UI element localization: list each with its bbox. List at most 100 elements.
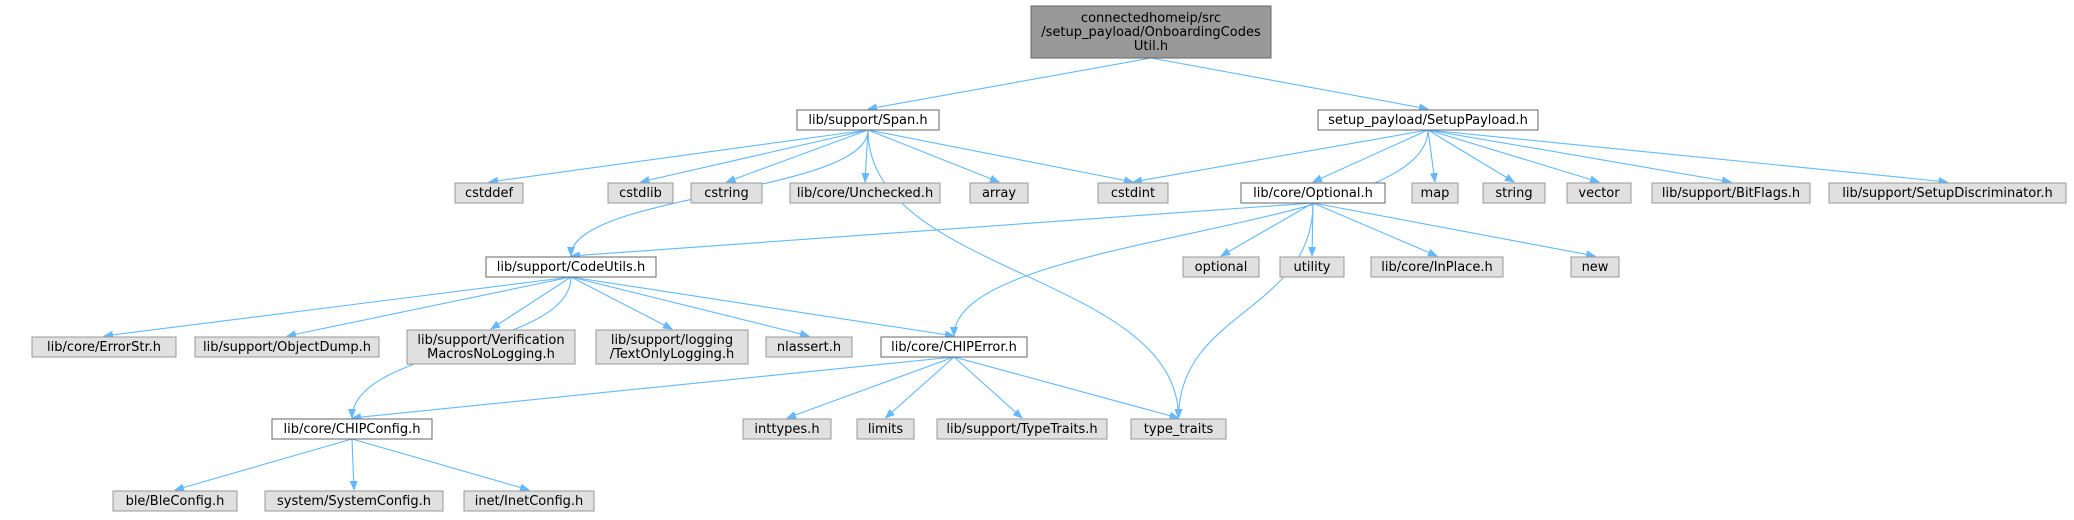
node-nlassert-box [765,336,853,358]
node-unchecked-box [789,182,941,204]
edge-span-to-array [867,129,1000,183]
node-inetconfig-label: inet/InetConfig.h [475,494,584,509]
edge-chiperror-to-chipconfig [351,356,955,422]
edge-chiperror-to-limits [884,356,955,419]
node-span-label: lib/support/Span.h [808,113,927,128]
node-bitflags-box [1651,182,1811,204]
node-typetraits-box [936,418,1108,440]
edge-setuppayload-to-cstdint [1132,129,1429,185]
node-span-box [796,109,940,131]
node-errorstr-box [31,336,177,358]
node-inttypes: inttypes.h [742,418,832,440]
node-chiperror[interactable]: lib/core/CHIPError.h [880,336,1028,358]
node-setuppayload-box [1317,109,1539,131]
node-optional_h-box [1240,182,1386,204]
node-cstdlib: cstdlib [607,182,674,204]
node-inetconfig: inet/InetConfig.h [463,490,595,512]
node-map-label: map [1421,186,1450,201]
node-codeutils-label: lib/support/CodeUtils.h [497,260,645,275]
edge-setuppayload-to-vector [1427,129,1600,184]
edge-root-to-setuppayload [1150,57,1429,112]
edge-setuppayload-to-optional_h [1312,129,1429,183]
node-systemconfig-label: system/SystemConfig.h [277,494,431,509]
node-root-box [1030,5,1272,59]
node-bitflags: lib/support/BitFlags.h [1651,182,1811,204]
edge-span-to-unchecked [861,129,870,183]
node-inttypes-label: inttypes.h [754,422,819,437]
node-cstdlib-label: cstdlib [619,186,662,201]
edge-span-to-cstring [725,129,869,183]
edge-chiperror-to-inttypes [786,356,955,419]
node-bleconfig-label: ble/BleConfig.h [126,494,225,509]
edge-chipconfig-to-bleconfig [174,438,353,492]
node-cstddef: cstddef [454,182,524,204]
node-optional-box [1182,256,1260,278]
node-verifmacros-label: lib/support/Verification [417,333,564,348]
edge-span-to-cstdlib [639,129,869,184]
node-array-box [969,182,1029,204]
node-objectdump-box [194,336,380,358]
node-chipconfig-box [271,418,433,440]
node-systemconfig-box [264,490,444,512]
node-chipconfig[interactable]: lib/core/CHIPConfig.h [271,418,433,440]
node-inplace: lib/core/InPlace.h [1370,256,1504,278]
node-inetconfig-box [463,490,595,512]
node-objectdump-label: lib/support/ObjectDump.h [203,340,371,355]
node-optional_h[interactable]: lib/core/Optional.h [1240,182,1386,204]
edge-optional_h-to-type_traits [1174,202,1314,419]
node-utility-box [1279,256,1345,278]
node-limits-label: limits [868,422,904,437]
node-setupdisc-label: lib/support/SetupDiscriminator.h [1842,186,2053,201]
node-map-box [1411,182,1459,204]
node-new-box [1570,256,1620,278]
node-verifmacros-label: MacrosNoLogging.h [427,347,555,362]
node-nlassert-label: nlassert.h [777,340,841,355]
edge-setuppayload-to-setupdisc [1427,129,1949,186]
node-verifmacros: lib/support/VerificationMacrosNoLogging.… [406,329,576,365]
node-string-label: string [1495,186,1532,201]
edge-optional_h-to-optional [1220,202,1314,257]
node-textonly-box [595,329,749,365]
node-bleconfig-box [112,490,238,512]
edge-optional_h-to-inplace [1312,202,1438,257]
node-limits-box [856,418,915,440]
node-bleconfig: ble/BleConfig.h [112,490,238,512]
node-verifmacros-box [406,329,576,365]
node-cstdint-label: cstdint [1111,186,1155,201]
nodes-layer: connectedhomeip/src/setup_payload/Onboar… [31,5,2067,512]
node-type_traits-box [1130,418,1227,440]
node-new-label: new [1582,260,1609,275]
node-span[interactable]: lib/support/Span.h [796,109,940,131]
node-textonly: lib/support/logging/TextOnlyLogging.h [595,329,749,365]
edge-setuppayload-to-bitflags [1427,129,1732,185]
node-vector-box [1566,182,1632,204]
node-type_traits-label: type_traits [1144,422,1214,437]
edge-codeutils-to-errorstr [103,276,572,339]
node-array: array [969,182,1029,204]
node-textonly-label: /TextOnlyLogging.h [610,347,734,362]
edge-setuppayload-to-map [1427,129,1438,183]
node-root-label: Util.h [1134,39,1168,54]
node-cstdint: cstdint [1097,182,1169,204]
node-codeutils[interactable]: lib/support/CodeUtils.h [485,256,657,278]
node-inttypes-box [742,418,832,440]
node-optional-label: optional [1195,260,1248,275]
node-textonly-label: lib/support/logging [611,333,733,348]
edge-span-to-type_traits [867,129,1183,419]
node-cstdint-box [1097,182,1169,204]
node-bitflags-label: lib/support/BitFlags.h [1662,186,1800,201]
node-unchecked-label: lib/core/Unchecked.h [797,186,933,201]
node-setuppayload-label: setup_payload/SetupPayload.h [1328,113,1528,128]
node-cstring-label: cstring [704,186,748,201]
node-chiperror-box [880,336,1028,358]
node-cstring: cstring [690,182,763,204]
node-setupdisc-box [1828,182,2067,204]
edge-codeutils-to-chiperror [570,276,955,339]
node-setupdisc: lib/support/SetupDiscriminator.h [1828,182,2067,204]
node-vector-label: vector [1578,186,1620,201]
edge-chipconfig-to-systemconfig [349,438,358,491]
node-setuppayload[interactable]: setup_payload/SetupPayload.h [1317,109,1539,131]
node-objectdump: lib/support/ObjectDump.h [194,336,380,358]
edge-chiperror-to-typetraits [953,356,1023,419]
